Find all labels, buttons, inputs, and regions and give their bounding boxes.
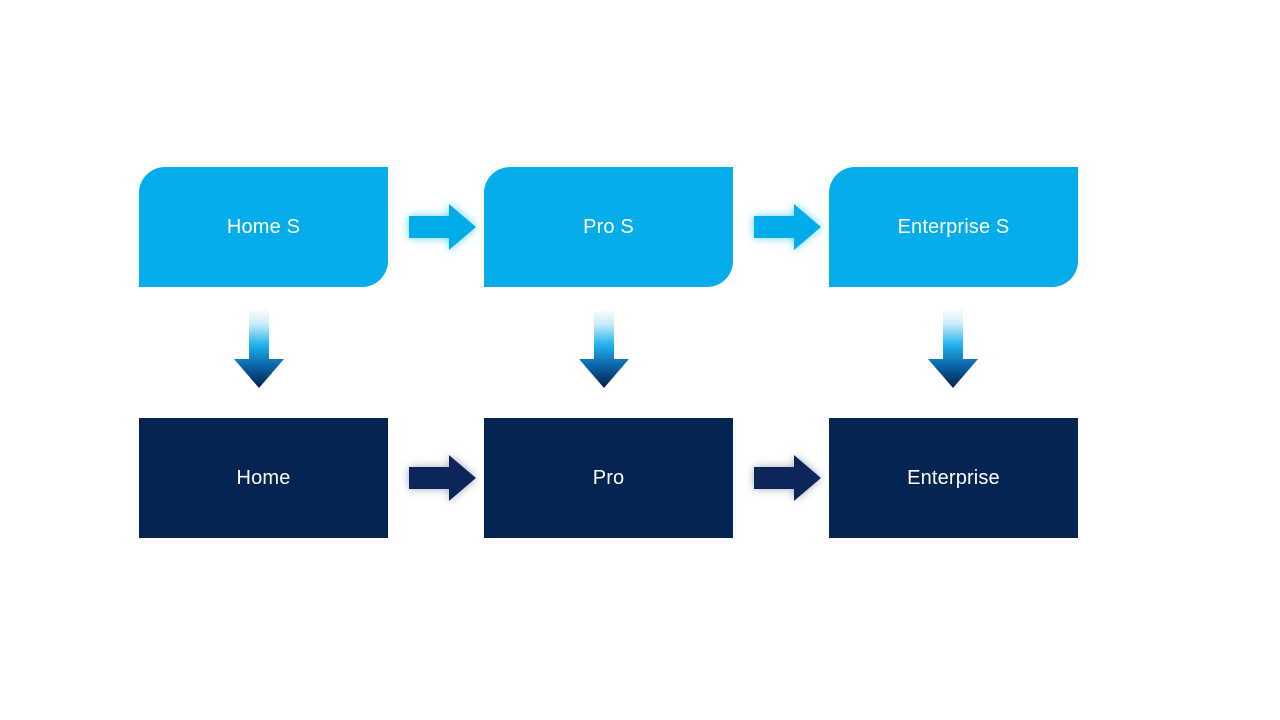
arrow-right-icon-pro-to-enterprise [741, 441, 831, 515]
node-pro-s[interactable]: Pro S [484, 167, 733, 287]
node-enterprise-s[interactable]: Enterprise S [829, 167, 1078, 287]
arrow-down-icon-enterprise-s-to-enterprise [922, 302, 984, 394]
node-home-s[interactable]: Home S [139, 167, 388, 287]
arrow-right-icon-pro-s-to-enterprise-s [741, 190, 831, 264]
node-pro-label: Pro [592, 466, 625, 489]
node-pro-s-label: Pro S [583, 215, 634, 238]
arrow-right-icon-home-to-pro [396, 441, 486, 515]
node-home-s-label: Home S [226, 215, 301, 238]
node-enterprise-s-label: Enterprise S [897, 215, 1010, 238]
node-enterprise[interactable]: Enterprise [829, 418, 1078, 538]
arrow-right-icon-home-s-to-pro-s [396, 190, 486, 264]
arrow-down-icon-pro-s-to-pro [573, 302, 635, 394]
arrow-down-icon-home-s-to-home [228, 302, 290, 394]
node-home[interactable]: Home [139, 418, 388, 538]
node-pro[interactable]: Pro [484, 418, 733, 538]
node-home-label: Home [236, 466, 291, 489]
node-enterprise-label: Enterprise [907, 466, 1000, 489]
